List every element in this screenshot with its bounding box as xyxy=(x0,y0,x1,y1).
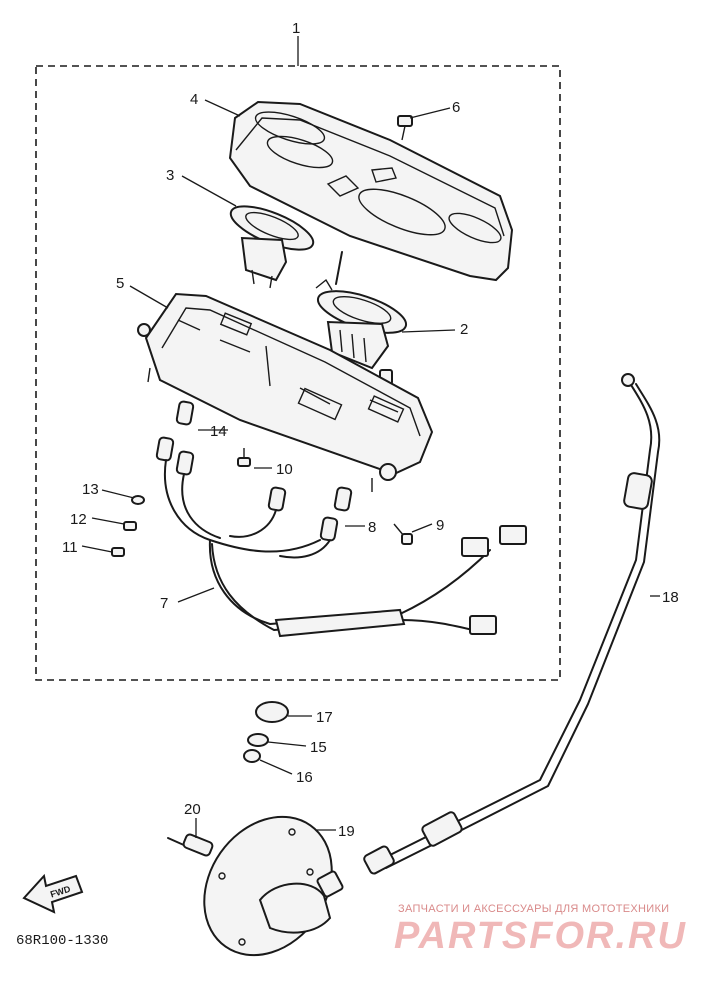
label-4: 4 xyxy=(190,91,198,108)
label-13: 13 xyxy=(82,481,99,498)
label-5: 5 xyxy=(116,275,124,292)
speedometer-cable xyxy=(363,373,661,875)
label-7: 7 xyxy=(160,595,168,612)
leader-lines xyxy=(81,99,660,838)
label-17: 17 xyxy=(316,709,333,726)
label-8: 8 xyxy=(368,519,376,536)
screw-10 xyxy=(237,448,251,467)
clip-12 xyxy=(123,521,137,531)
label-19: 19 xyxy=(338,823,355,840)
meter-case xyxy=(137,292,434,492)
screw-6 xyxy=(397,115,413,141)
fwd-arrow-icon xyxy=(22,873,84,914)
meter-cover xyxy=(228,100,514,282)
drive-pin xyxy=(167,833,214,857)
label-12: 12 xyxy=(70,511,87,528)
label-10: 10 xyxy=(276,461,293,478)
grommet-17 xyxy=(255,701,289,723)
label-18: 18 xyxy=(662,589,679,606)
meter-right xyxy=(315,278,408,385)
label-20: 20 xyxy=(184,801,201,818)
clip-11 xyxy=(111,547,125,557)
assembly-label: 1 xyxy=(292,20,300,37)
label-9: 9 xyxy=(436,517,444,534)
damper-16 xyxy=(243,749,261,763)
label-2: 2 xyxy=(460,321,468,338)
label-15: 15 xyxy=(310,739,327,756)
label-6: 6 xyxy=(452,99,460,116)
speedometer-gear-unit xyxy=(203,815,344,957)
wire-harness xyxy=(155,400,527,638)
label-16: 16 xyxy=(296,769,313,786)
washer-13 xyxy=(131,495,145,505)
damper-15 xyxy=(247,733,269,747)
watermark-site: PARTSFOR.RU xyxy=(394,915,687,957)
diagram-code: 68R100-1330 xyxy=(16,933,108,949)
meter-left xyxy=(229,205,315,289)
label-11: 11 xyxy=(62,539,78,556)
label-14: 14 xyxy=(210,423,227,440)
screw-9 xyxy=(393,523,413,545)
assembly-boundary xyxy=(35,65,561,681)
label-3: 3 xyxy=(166,167,174,184)
watermark-tagline: ЗАПЧАСТИ И АКСЕССУАРЫ ДЛЯ МОТОТЕХНИКИ xyxy=(398,903,669,915)
meter-stud xyxy=(335,251,343,285)
